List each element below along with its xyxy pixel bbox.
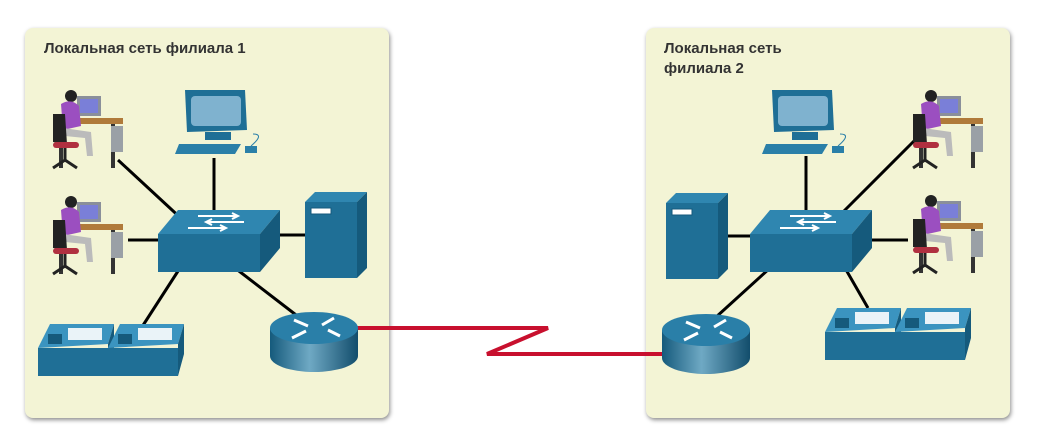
- wan-serial-link: [355, 326, 665, 356]
- switch-icon: [749, 209, 873, 273]
- workstation-icon: [51, 88, 125, 170]
- branch-2-title-line2: филиала 2: [664, 60, 744, 77]
- branch-1-title: Локальная сеть филиала 1: [44, 40, 246, 57]
- ip-phone-icon: [825, 308, 901, 360]
- branch-1-lan-links: [116, 158, 306, 331]
- router-icon: [660, 312, 752, 376]
- link-router-switch2: [713, 266, 772, 320]
- server-icon: [665, 192, 729, 280]
- ip-phone-icon: [895, 308, 971, 360]
- link-router-switch1: [234, 266, 301, 320]
- link-ws1-switch2: [838, 138, 917, 217]
- router-icon: [268, 310, 360, 374]
- server-icon: [304, 191, 368, 279]
- ip-phone-icon: [38, 324, 114, 376]
- ip-phone-icon: [108, 324, 184, 376]
- link-phone-switch2: [843, 267, 870, 309]
- link-ws1-switch1: [116, 158, 187, 224]
- switch-icon: [157, 209, 281, 273]
- workstation-icon: [51, 194, 125, 276]
- pc-icon: [761, 89, 847, 155]
- link-phone-switch1: [138, 267, 182, 331]
- workstation-icon: [911, 88, 985, 170]
- branch-2-title-line1: Локальная сеть: [664, 40, 782, 57]
- pc-icon: [174, 89, 260, 155]
- workstation-icon: [911, 193, 985, 275]
- branch-2-lan-links: [713, 138, 917, 320]
